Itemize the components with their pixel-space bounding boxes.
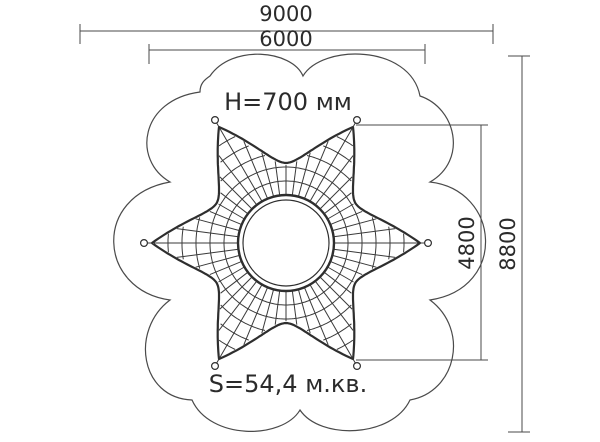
net-spoke [274,161,281,196]
net-span-dimension [356,124,488,361]
net-spoke [327,203,354,220]
net-spoke [323,192,352,215]
net-spoke [332,254,377,268]
height-annotation: H=700 мм [224,88,352,116]
net-spoke [303,141,329,199]
net-ring [223,180,349,306]
net-spoke [218,203,245,220]
net-spoke [333,248,396,258]
net-spoke [195,254,240,268]
overall-width-label: 9000 [259,2,312,26]
anchor-post [211,115,220,124]
anchor-post [424,239,433,248]
net-ring [195,155,377,331]
net-spoke [243,141,269,199]
net-spoke [218,155,258,206]
inner-width-label: 6000 [259,27,312,51]
anchor-post [140,239,149,248]
net-ring [181,145,391,341]
overall-width-dimension [79,24,494,44]
net-spoke [219,276,253,310]
net-spoke [319,276,353,310]
net-spoke [274,290,281,325]
net-spoke [219,176,253,210]
net-spoke [314,280,354,331]
net-spoke [243,287,269,345]
net-spoke [297,152,311,197]
net-spoke [291,290,298,325]
rope-net [140,115,433,371]
overall-height-dimension [508,55,530,433]
net-spoke [209,210,242,226]
net-spoke [218,266,245,283]
net-inner-ring [236,193,336,293]
anchor-post [353,115,362,124]
net-spoke [333,228,396,238]
net-spoke [176,228,239,238]
net-spoke [303,287,329,345]
inner-width-dimension [148,44,426,64]
net-spoke [330,260,363,276]
area-annotation: S=54,4 м.кв. [209,370,367,398]
net-spoke [323,271,352,294]
net-ring [167,136,405,350]
net-spoke [220,271,249,294]
net-span-label: 4800 [455,216,479,269]
net-ring [209,166,363,320]
net-spoke [330,210,363,226]
net-spoke [314,155,354,206]
net-spoke [332,218,377,232]
net-spoke [327,266,354,283]
net-spoke [195,218,240,232]
net-spoke [209,260,242,276]
net-spoke [220,192,249,215]
net-spoke [261,152,275,197]
net-spoke [291,161,298,196]
anchor-post [211,362,220,371]
net-spoke [261,289,275,334]
overall-height-label: 8800 [496,217,520,270]
net-inner-ring-edge [242,199,330,287]
net-spoke [176,248,239,258]
net-spoke [319,176,353,210]
anchor-post [353,362,362,371]
net-spoke [218,280,258,331]
net-spoke [297,289,311,334]
safety-zone-outline [113,53,487,432]
